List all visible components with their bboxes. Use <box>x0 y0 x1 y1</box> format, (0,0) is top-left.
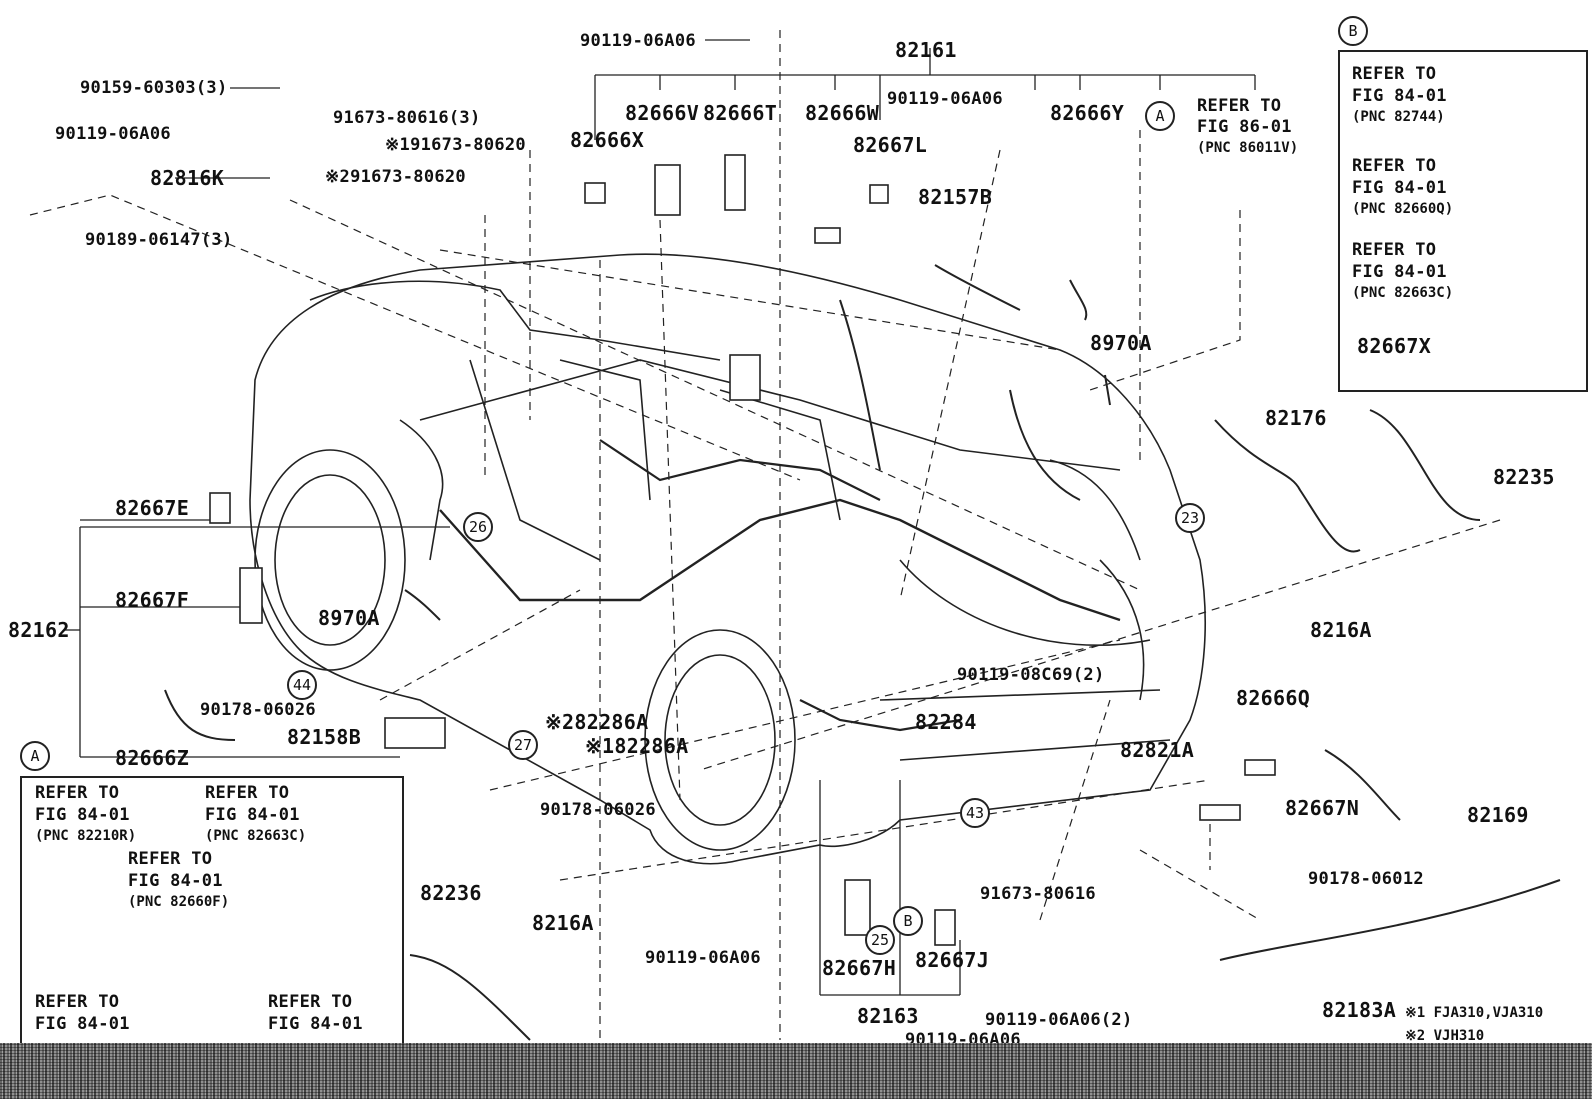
box-a-ref-4: REFER TO FIG 84-01 <box>35 994 130 1033</box>
part-label: 82666Y <box>1050 101 1125 125</box>
part-label: 82666X <box>570 128 645 152</box>
box-a-circle: A <box>20 741 50 771</box>
part-label: 82162 <box>8 618 70 642</box>
part-label: 82667X <box>1357 334 1432 358</box>
callout-circle: A <box>1145 101 1175 131</box>
part-label: 82667J <box>915 948 990 972</box>
part-label: 90119-06A06 <box>55 124 171 144</box>
refer-line: (PNC 82660F) <box>128 894 230 910</box>
refer-line: REFER TO <box>35 992 120 1012</box>
callout-circle: B <box>893 906 923 936</box>
part-label: 82667L <box>853 133 928 157</box>
vehicle-body-outline <box>249 253 1206 865</box>
part-label: ※182286A <box>585 734 689 758</box>
callout-circle: 25 <box>865 925 895 955</box>
inset-box-b <box>1338 50 1588 392</box>
refer-line: REFER TO <box>1352 156 1437 176</box>
callout-circle: 27 <box>508 730 538 760</box>
callout-circle: 44 <box>287 670 317 700</box>
part-label: 82667E <box>115 496 190 520</box>
part-label: 82666W <box>805 101 880 125</box>
part-label: 82158B <box>287 725 362 749</box>
part-label: 82667N <box>1285 796 1360 820</box>
part-label: 82666V <box>625 101 700 125</box>
refer-line: REFER TO <box>35 783 120 803</box>
part-label: 90178-06012 <box>1308 869 1424 889</box>
box-a-ref-5: REFER TO FIG 84-01 <box>268 994 363 1033</box>
box-b-circle: B <box>1338 16 1368 46</box>
part-label: ※191673-80620 <box>385 135 526 155</box>
refer-line: FIG 84-01 <box>1352 178 1447 198</box>
model-note: ※2 VJH310 <box>1405 1028 1485 1044</box>
part-label: 82667F <box>115 588 190 612</box>
part-label: 8970A <box>1090 331 1152 355</box>
refer-line: FIG 84-01 <box>1352 86 1447 106</box>
refer-line: (PNC 82744) <box>1352 109 1445 125</box>
refer-line: FIG 84-01 <box>128 871 223 891</box>
part-label: 91673-80616 <box>980 884 1096 904</box>
refer-line: (PNC 86011V) <box>1197 140 1299 156</box>
part-label: 82666Z <box>115 746 190 770</box>
refer-line: REFER TO <box>1352 240 1437 260</box>
part-label: 82235 <box>1493 465 1555 489</box>
refer-line: (PNC 82210R) <box>35 828 137 844</box>
part-label: 90119-06A06(2) <box>985 1010 1133 1030</box>
refer-line: FIG 84-01 <box>268 1014 363 1034</box>
part-label: 82157B <box>918 185 993 209</box>
callout-circle: 23 <box>1175 503 1205 533</box>
box-b-ref-3: REFER TO FIG 84-01 (PNC 82663C) <box>1352 240 1454 302</box>
part-label: 8216A <box>1310 618 1372 642</box>
part-label: 82667H <box>822 956 897 980</box>
part-label: 82284 <box>915 710 977 734</box>
model-note: ※1 FJA310,VJA310 <box>1405 1005 1544 1021</box>
part-label: 82666T <box>703 101 778 125</box>
part-label: 82176 <box>1265 406 1327 430</box>
part-label: 8970A <box>318 606 380 630</box>
refer-line: FIG 84-01 <box>35 805 130 825</box>
part-label: 90159-60303(3) <box>80 78 228 98</box>
part-label: 90119-06A06 <box>645 948 761 968</box>
box-b-ref-2: REFER TO FIG 84-01 (PNC 82660Q) <box>1352 156 1454 218</box>
part-label: 82816K <box>150 166 225 190</box>
part-label: 91673-80616(3) <box>333 108 481 128</box>
refer-line: REFER TO <box>1352 64 1437 84</box>
part-label: 90178-06026 <box>540 800 656 820</box>
part-label: 82161 <box>895 38 957 62</box>
refer-line: FIG 84-01 <box>35 1014 130 1034</box>
part-label: 82666Q <box>1236 686 1311 710</box>
refer-line: (PNC 82663C) <box>1352 285 1454 301</box>
refer-line: REFER TO <box>128 849 213 869</box>
part-label: 90119-06A06 <box>580 31 696 51</box>
refer-line: (PNC 82660Q) <box>1352 201 1454 217</box>
callout-circle: 43 <box>960 798 990 828</box>
part-label: 82236 <box>420 881 482 905</box>
callout-circle: 26 <box>463 512 493 542</box>
refer-line: REFER TO <box>1197 96 1282 116</box>
box-a-ref-2: REFER TO FIG 84-01 (PNC 82663C) <box>205 783 307 845</box>
part-label: 8216A <box>532 911 594 935</box>
refer-line: FIG 86-01 <box>1197 117 1292 137</box>
refer-line: (PNC 82663C) <box>205 828 307 844</box>
refer-line: REFER TO <box>205 783 290 803</box>
box-b-ref-1: REFER TO FIG 84-01 (PNC 82744) <box>1352 64 1447 126</box>
part-label: 82169 <box>1467 803 1529 827</box>
part-label: 90189-06147(3) <box>85 230 233 250</box>
part-label: ※282286A <box>545 710 649 734</box>
box-a-ref-3: REFER TO FIG 84-01 (PNC 82660F) <box>128 849 230 911</box>
refer-note-top: REFER TO FIG 86-01 (PNC 86011V) <box>1197 96 1299 157</box>
part-label: 90178-06026 <box>200 700 316 720</box>
part-label: ※291673-80620 <box>325 167 466 187</box>
part-label: 90119-08C69(2) <box>957 665 1105 685</box>
refer-line: FIG 84-01 <box>1352 262 1447 282</box>
refer-line: FIG 84-01 <box>205 805 300 825</box>
part-label: 82163 <box>857 1004 919 1028</box>
part-label: 82821A <box>1120 738 1195 762</box>
part-label: 90119-06A06 <box>887 89 1003 109</box>
part-label: 82183A <box>1322 998 1397 1022</box>
box-a-ref-1: REFER TO FIG 84-01 (PNC 82210R) <box>35 783 137 845</box>
scan-noise-band <box>0 1043 1592 1099</box>
refer-line: REFER TO <box>268 992 353 1012</box>
